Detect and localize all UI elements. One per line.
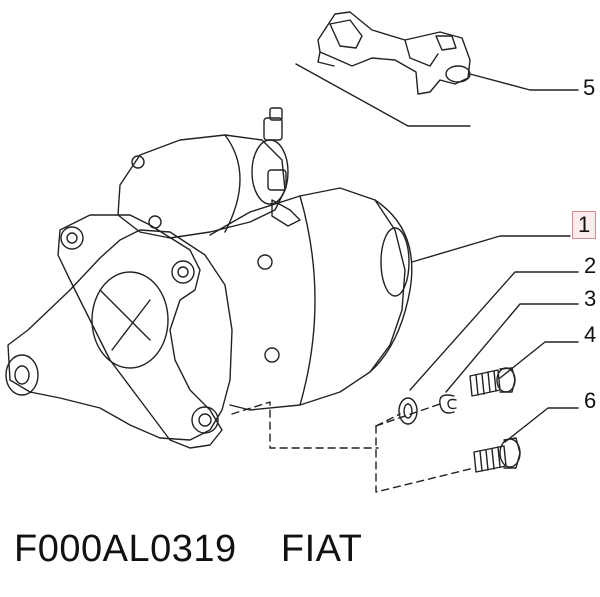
callout-5[interactable]: 5 (583, 75, 596, 100)
leader-line-3 (445, 303, 579, 393)
leader-line-2 (409, 271, 579, 391)
callout-2[interactable]: 2 (584, 253, 597, 278)
bolt-part-6 (473, 437, 521, 473)
washer-part-2 (398, 397, 418, 425)
assembly-guides (231, 401, 475, 493)
part-number: F000AL0319 (14, 528, 237, 570)
leader-line-5 (469, 73, 579, 91)
brand-name: FIAT (280, 528, 363, 570)
callout-6[interactable]: 6 (584, 388, 597, 413)
callout-1[interactable]: 1 (572, 211, 597, 239)
leader-line-6 (504, 407, 579, 443)
lock-washer-part-3 (439, 394, 457, 414)
callout-4[interactable]: 4 (584, 322, 597, 347)
leader-line-1 (411, 235, 571, 263)
leader-line-bracket-left (295, 63, 409, 127)
part-caption: F000AL0319 FIAT (14, 528, 362, 571)
bracket-part-5 (317, 11, 471, 95)
bolt-part-4 (469, 367, 516, 397)
starter-motor (5, 107, 413, 449)
callout-3[interactable]: 3 (584, 286, 597, 311)
leader-line-4 (499, 341, 579, 379)
